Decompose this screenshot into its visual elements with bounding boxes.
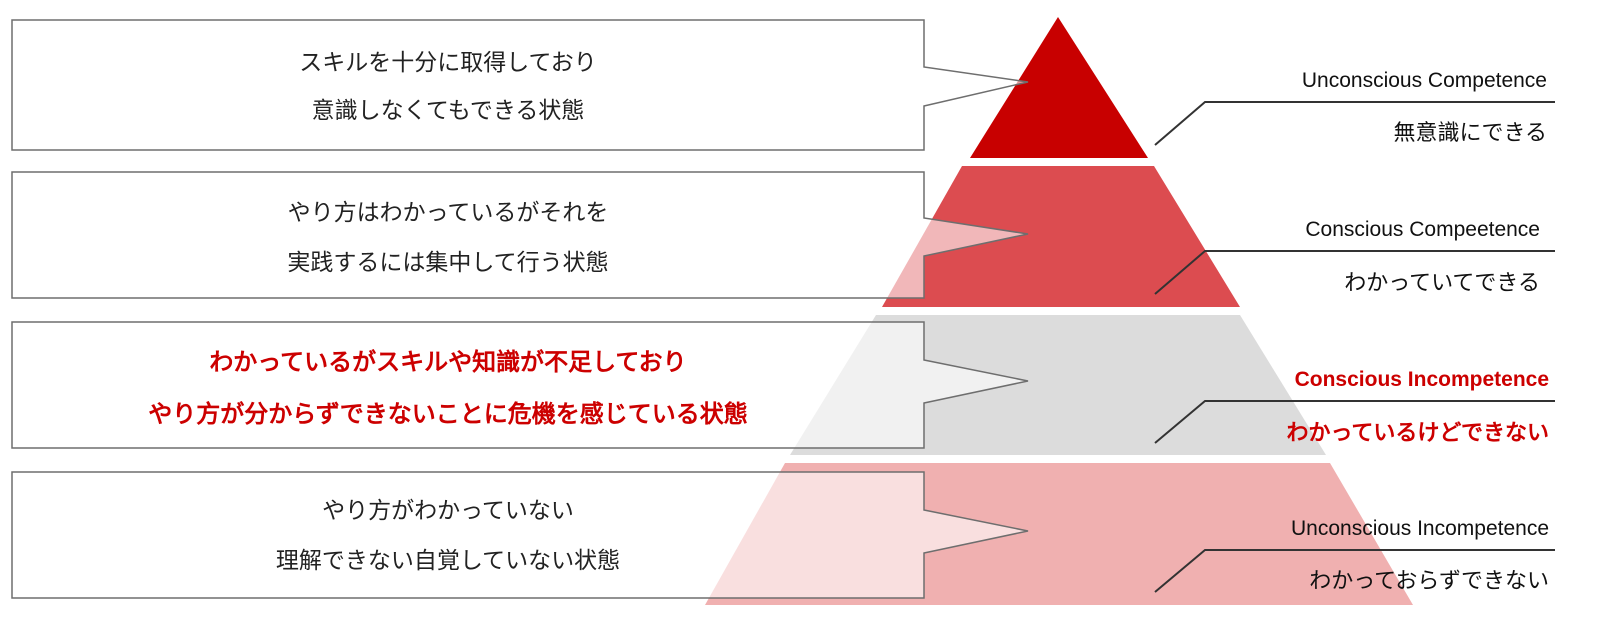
callout-text-line: やり方がわかっていない (322, 498, 574, 524)
callout-text-line: 意識しなくてもできる状態 (312, 98, 585, 124)
level-label-1: Unconscious Competence 無意識にできる (1154, 69, 1555, 146)
label-japanese: 無意識にできる (1393, 121, 1547, 146)
label-japanese: わかっていてできる (1344, 271, 1540, 296)
callout-text-line: わかっているがスキルや知識が不足しており (209, 348, 686, 376)
callout-text-line: 実践するには集中して行う状態 (287, 250, 608, 276)
level-label-2: Conscious Compeetence わかっていてできる (1154, 218, 1555, 296)
label-english: Unconscious Incompetence (1291, 517, 1549, 540)
callout-text-line: やり方が分からずできないことに危機を感じている状態 (148, 400, 748, 428)
label-english: Conscious Incompetence (1295, 368, 1549, 391)
pyramid-tier-conscious-competence (882, 166, 1240, 307)
label-japanese: わかっているけどできない (1287, 421, 1549, 446)
level-label-3: Conscious Incompetence わかっているけどできない (1154, 368, 1555, 446)
label-english: Conscious Compeetence (1305, 218, 1540, 241)
pyramid-tier-unconscious-competence (970, 17, 1148, 158)
label-english: Unconscious Competence (1302, 69, 1547, 92)
callout-box-1: スキルを十分に取得しており 意識しなくてもできる状態 (11, 19, 1029, 151)
level-label-4: Unconscious Incompetence わかっておらずできない (1154, 517, 1555, 594)
label-japanese: わかっておらずできない (1309, 569, 1549, 594)
callout-text-line: 理解できない自覚していない状態 (276, 548, 620, 574)
callout-box-3: わかっているがスキルや知識が不足しており やり方が分からずできないことに危機を感… (11, 321, 1029, 449)
callout-text-line: スキルを十分に取得しており (299, 50, 597, 76)
callout-text-line: やり方はわかっているがそれを (288, 200, 609, 226)
callout-box-2: やり方はわかっているがそれを 実践するには集中して行う状態 (11, 171, 1029, 299)
callout-box-4: やり方がわかっていない 理解できない自覚していない状態 (11, 471, 1029, 599)
